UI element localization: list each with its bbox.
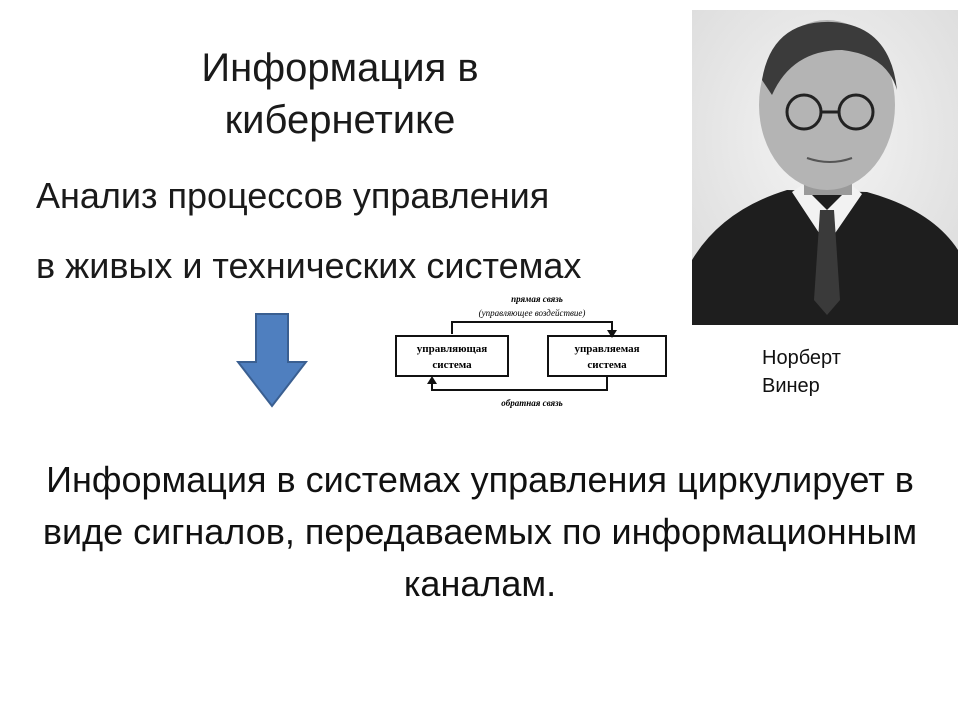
diagram-forward-arrowhead bbox=[607, 330, 617, 338]
conclusion-text: Информация в системах управления циркули… bbox=[42, 459, 918, 604]
subtitle-line-2: в живых и технических системах bbox=[36, 245, 582, 286]
slide-title: Информация в кибернетике bbox=[201, 46, 479, 142]
caption-first-name: Норберт bbox=[762, 347, 841, 369]
portrait-photo bbox=[692, 10, 958, 325]
diagram-feedback-label: обратная связь bbox=[501, 398, 563, 408]
diagram-forward-arrow bbox=[451, 321, 613, 334]
photo-caption: Норберт Винер bbox=[762, 344, 841, 400]
caption-last-name: Винер bbox=[762, 375, 820, 397]
diagram-controller-label-1: управляющая bbox=[417, 343, 488, 355]
diagram-feedback-arrow bbox=[431, 376, 608, 391]
diagram-controller-box bbox=[395, 335, 509, 377]
diagram-direct-link-sublabel: (управляющее воздействие) bbox=[479, 308, 586, 318]
down-arrow-icon bbox=[236, 313, 308, 408]
feedback-diagram: прямая связь (управляющее воздействие) у… bbox=[395, 294, 667, 408]
diagram-controlled-label-2: система bbox=[587, 359, 627, 371]
diagram-direct-link-label: прямая связь bbox=[511, 294, 563, 304]
subtitle-line-1: Анализ процессов управления bbox=[36, 175, 550, 216]
diagram-feedback-arrowhead bbox=[427, 376, 437, 384]
diagram-controller-label-2: система bbox=[432, 359, 472, 371]
diagram-controlled-label-1: управляемая bbox=[574, 343, 639, 355]
